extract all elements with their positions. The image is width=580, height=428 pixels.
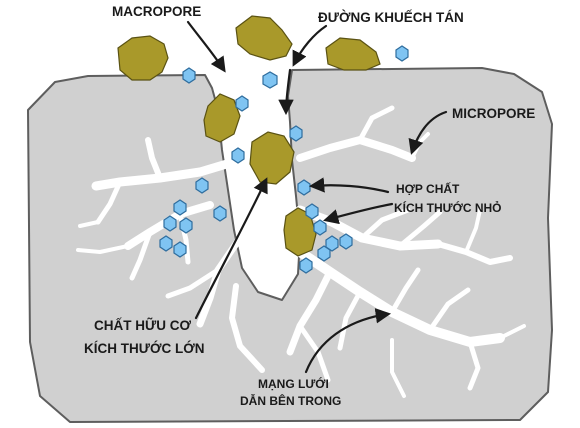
arrow-small-compound-1 bbox=[308, 177, 390, 194]
small-compound bbox=[213, 205, 227, 222]
small-compound bbox=[163, 215, 177, 232]
small-compound bbox=[395, 45, 409, 62]
small-compound bbox=[289, 125, 303, 142]
small-compound bbox=[317, 245, 331, 262]
large-organic-molecules bbox=[117, 15, 381, 257]
label-macropore: MACROPORE bbox=[112, 4, 201, 19]
label-mang-luoi-line2: DẪN BÊN TRONG bbox=[240, 393, 341, 408]
organic-blob bbox=[235, 15, 293, 61]
small-compound bbox=[297, 179, 311, 196]
organic-blob bbox=[203, 93, 241, 143]
small-compounds bbox=[159, 45, 409, 274]
small-compound bbox=[313, 219, 327, 236]
label-chat-huu-co-line2: KÍCH THƯỚC LỚN bbox=[84, 341, 204, 356]
small-compound bbox=[231, 147, 245, 164]
small-compound bbox=[305, 203, 319, 220]
small-compound bbox=[339, 233, 353, 250]
organic-blob bbox=[283, 207, 317, 257]
labels: MACROPORE ĐƯỜNG KHUẾCH TÁN MICROPORE HỢP… bbox=[84, 4, 535, 408]
arrow-diffusion-1 bbox=[292, 24, 328, 67]
label-mang-luoi-line1: MẠNG LƯỚI bbox=[258, 376, 329, 391]
small-compound bbox=[235, 95, 249, 112]
arrow-small-compound-2 bbox=[323, 202, 394, 225]
organic-blob bbox=[249, 131, 295, 185]
arrow-micropore bbox=[408, 110, 448, 155]
small-compound bbox=[262, 71, 278, 89]
small-compound bbox=[195, 177, 209, 194]
arrow-internal-network bbox=[304, 308, 392, 374]
organic-blob bbox=[325, 37, 381, 71]
arrow-macropore bbox=[186, 20, 226, 73]
small-compound bbox=[159, 235, 173, 252]
annotation-arrows bbox=[186, 20, 448, 374]
adsorbent-solid bbox=[27, 67, 553, 423]
small-compound bbox=[173, 199, 187, 216]
small-compound bbox=[173, 241, 187, 258]
small-compound bbox=[179, 217, 193, 234]
label-micropore: MICROPORE bbox=[452, 106, 535, 121]
small-compound bbox=[299, 257, 313, 274]
label-hop-chat-line2: KÍCH THƯỚC NHỎ bbox=[394, 200, 502, 215]
arrow-large-organic bbox=[194, 177, 268, 320]
label-chat-huu-co-line1: CHẤT HỮU CƠ bbox=[94, 318, 191, 333]
label-duong-khuech-tan: ĐƯỜNG KHUẾCH TÁN bbox=[318, 10, 464, 25]
label-hop-chat-line1: HỢP CHẤT bbox=[396, 181, 460, 196]
arrow-diffusion-2 bbox=[278, 68, 294, 116]
pore-network bbox=[76, 105, 526, 398]
organic-blob bbox=[117, 35, 169, 81]
small-compound bbox=[182, 67, 196, 84]
